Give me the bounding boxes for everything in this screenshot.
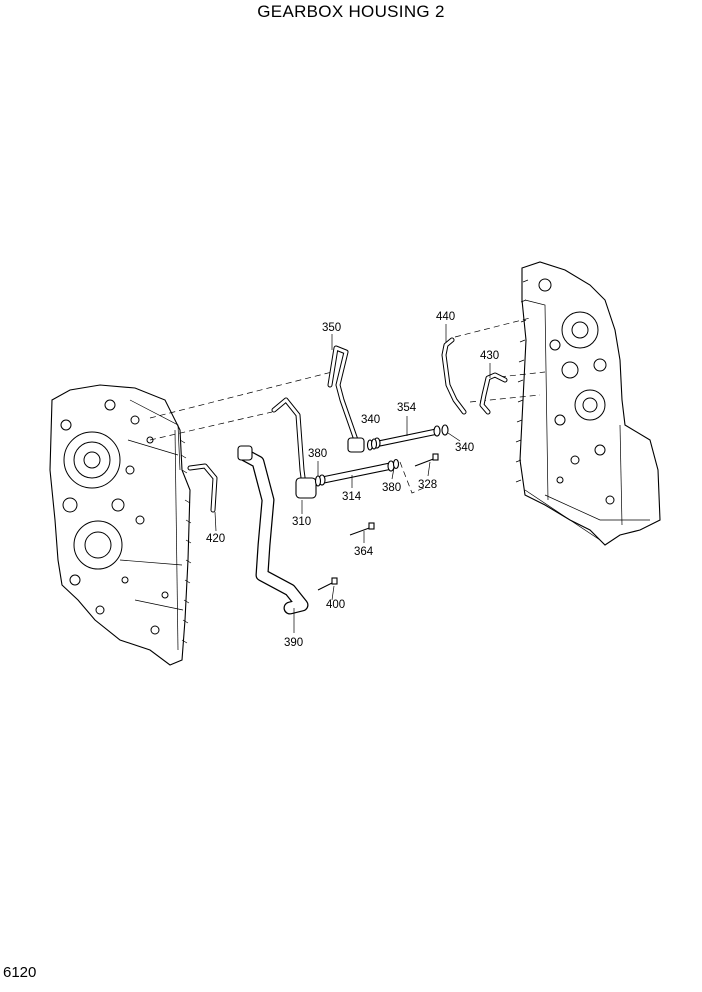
callout-380-right: 380 <box>382 482 401 494</box>
callout-labels: 350 440 430 354 340 340 380 380 314 328 … <box>206 311 499 649</box>
bolt-328 <box>414 453 439 467</box>
pipe-420 <box>187 463 218 513</box>
leader-lines <box>214 324 491 633</box>
callout-420: 420 <box>206 533 225 545</box>
left-gearbox-housing <box>49 384 192 666</box>
o-ring-340a <box>366 438 378 451</box>
right-gearbox-housing <box>515 261 661 546</box>
callout-400: 400 <box>326 599 345 611</box>
callout-310: 310 <box>292 516 311 528</box>
bolt-364 <box>349 522 375 536</box>
alignment-lines <box>149 317 546 494</box>
o-ring-380b <box>392 458 400 470</box>
o-ring-340b <box>441 424 449 436</box>
bolt-400 <box>317 577 338 591</box>
callout-364: 364 <box>354 546 374 558</box>
callout-440: 440 <box>436 311 455 323</box>
callout-340-upper: 340 <box>361 414 380 426</box>
pipe-350 <box>327 345 365 453</box>
tube-314 <box>318 460 395 486</box>
callout-328: 328 <box>418 479 437 491</box>
hose-390 <box>237 445 309 615</box>
callout-390: 390 <box>284 637 303 649</box>
callout-354: 354 <box>397 402 417 414</box>
page-number: 6120 <box>3 964 37 981</box>
o-ring-380a <box>314 475 322 487</box>
pipe-440 <box>441 337 467 415</box>
callout-430: 430 <box>480 350 499 362</box>
callout-314: 314 <box>342 491 362 503</box>
pipe-310 <box>271 397 317 499</box>
callout-350: 350 <box>322 322 341 334</box>
callout-380-left: 380 <box>308 448 327 460</box>
page-title: GEARBOX HOUSING 2 <box>257 2 445 21</box>
pipe-430 <box>479 372 508 415</box>
callout-340-right: 340 <box>455 442 474 454</box>
